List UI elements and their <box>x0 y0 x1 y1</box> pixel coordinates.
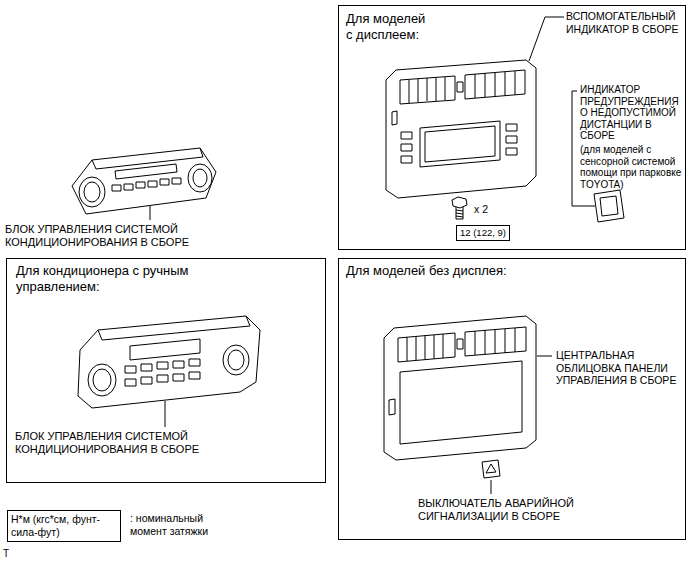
leader-line <box>529 17 564 61</box>
ac-control-unit <box>173 361 184 368</box>
ac-control-unit <box>189 359 200 366</box>
center-bezel <box>389 399 395 415</box>
ac-control-unit <box>173 374 184 381</box>
ac-control-unit <box>84 182 100 202</box>
ac-control-unit <box>160 179 169 185</box>
ac-control-unit <box>189 372 200 379</box>
center-bezel <box>506 124 517 131</box>
ac-control-unit <box>223 345 249 375</box>
distance-warning-indicator <box>600 196 618 216</box>
ac-control-unit <box>112 185 121 191</box>
center-bezel <box>475 71 515 98</box>
ac-control-unit <box>130 339 200 360</box>
leader-line <box>491 480 492 494</box>
ac-control-unit <box>141 377 152 384</box>
ac-control-unit <box>125 366 136 373</box>
page-mark: T <box>3 548 9 560</box>
quantity-note: x 2 <box>474 203 488 216</box>
hazard-switch <box>482 460 500 478</box>
center-bezel <box>407 334 443 361</box>
leader-line <box>165 401 166 427</box>
center-bezel <box>401 144 412 151</box>
ac-control-unit <box>78 316 260 427</box>
panel-heading: Для кондиционера с ручным управлением: <box>16 263 231 294</box>
ac-control-unit <box>124 184 133 190</box>
legend-text: : номинальный момент затяжки <box>130 512 230 537</box>
hazard-switch <box>482 460 500 494</box>
part-name: БЛОК УПРАВЛЕНИЯ СИСТЕМОЙ КОНДИЦИОНИРОВАН… <box>5 223 255 249</box>
torque-unit: Н*м (кгс*см, фунт-сила-фут) <box>11 513 117 538</box>
part-name: ЦЕНТРАЛЬНАЯ ОБЛИЦОВКА ПАНЕЛИ УПРАВЛЕНИЯ … <box>556 349 688 387</box>
bolt-symbol <box>452 197 467 219</box>
ac-control-unit <box>188 164 212 192</box>
center-bezel <box>465 327 526 356</box>
center-bezel <box>401 156 412 163</box>
part-name: ИНДИКАТОР ПРЕДУПРЕЖДЕНИЯ О НЕДОПУСТИМОЙ … <box>580 84 688 142</box>
center-bezel <box>400 76 455 104</box>
ac-control-unit <box>115 164 177 179</box>
ac-control-unit <box>141 364 152 371</box>
center-bezel <box>420 121 500 167</box>
torque-box: 12 (122, 9) <box>456 225 510 241</box>
ac-control-unit <box>193 169 207 187</box>
ac-control-unit <box>98 316 250 340</box>
center-bezel <box>425 126 495 162</box>
ac-control-unit <box>78 316 260 408</box>
ac-control-unit <box>72 148 216 214</box>
bolt-symbol <box>452 197 467 208</box>
center-bezel <box>384 316 552 460</box>
torque-legend-box: Н*м (кгс*см, фунт-сила-фут) <box>7 510 121 542</box>
center-bezel <box>465 70 525 99</box>
center-bezel <box>386 17 564 198</box>
center-bezel <box>457 82 463 92</box>
ac-control-unit <box>136 182 145 188</box>
center-bezel <box>401 132 412 139</box>
leader-line <box>150 206 151 220</box>
torque-value: 12 (122, 9) <box>460 227 506 238</box>
ac-control-unit <box>148 181 157 187</box>
center-bezel <box>457 339 463 349</box>
center-bezel <box>386 60 536 198</box>
ac-control-unit <box>228 350 244 370</box>
center-bezel <box>384 316 536 460</box>
center-bezel <box>475 328 515 355</box>
center-bezel <box>398 333 455 362</box>
ac-control-unit <box>125 379 136 386</box>
bolt-symbol <box>456 210 463 217</box>
ac-control-unit <box>172 178 181 184</box>
part-name: ВСПОМОГАТЕЛЬНЫЙ ИНДИКАТОР В СБОРЕ <box>566 10 686 35</box>
ac-control-unit <box>157 375 168 382</box>
center-bezel <box>506 136 517 143</box>
ac-control-unit <box>157 362 168 369</box>
panel-heading: Для моделей без дисплея: <box>346 263 566 279</box>
ac-control-unit <box>88 364 116 396</box>
bolt-symbol <box>456 207 463 219</box>
ac-control-unit <box>79 177 105 207</box>
leader-line <box>537 356 552 357</box>
distance-warning-indicator <box>594 190 624 222</box>
ac-control-unit <box>72 148 216 220</box>
hazard-switch <box>486 464 496 473</box>
center-bezel <box>409 77 445 103</box>
ac-control-unit <box>92 148 203 169</box>
center-bezel <box>400 361 522 444</box>
panel-heading: Для моделей с дисплеем: <box>346 11 432 42</box>
center-bezel <box>506 148 517 155</box>
applicability-note: (для моделей с сенсорной системой помощи… <box>580 144 688 190</box>
part-name: БЛОК УПРАВЛЕНИЯ СИСТЕМОЙ КОНДИЦИОНИРОВАН… <box>15 430 265 456</box>
part-name: ВЫКЛЮЧАТЕЛЬ АВАРИЙНОЙ СИГНАЛИЗАЦИИ В СБО… <box>418 497 613 523</box>
ac-control-unit <box>93 369 111 391</box>
center-bezel <box>392 111 397 125</box>
